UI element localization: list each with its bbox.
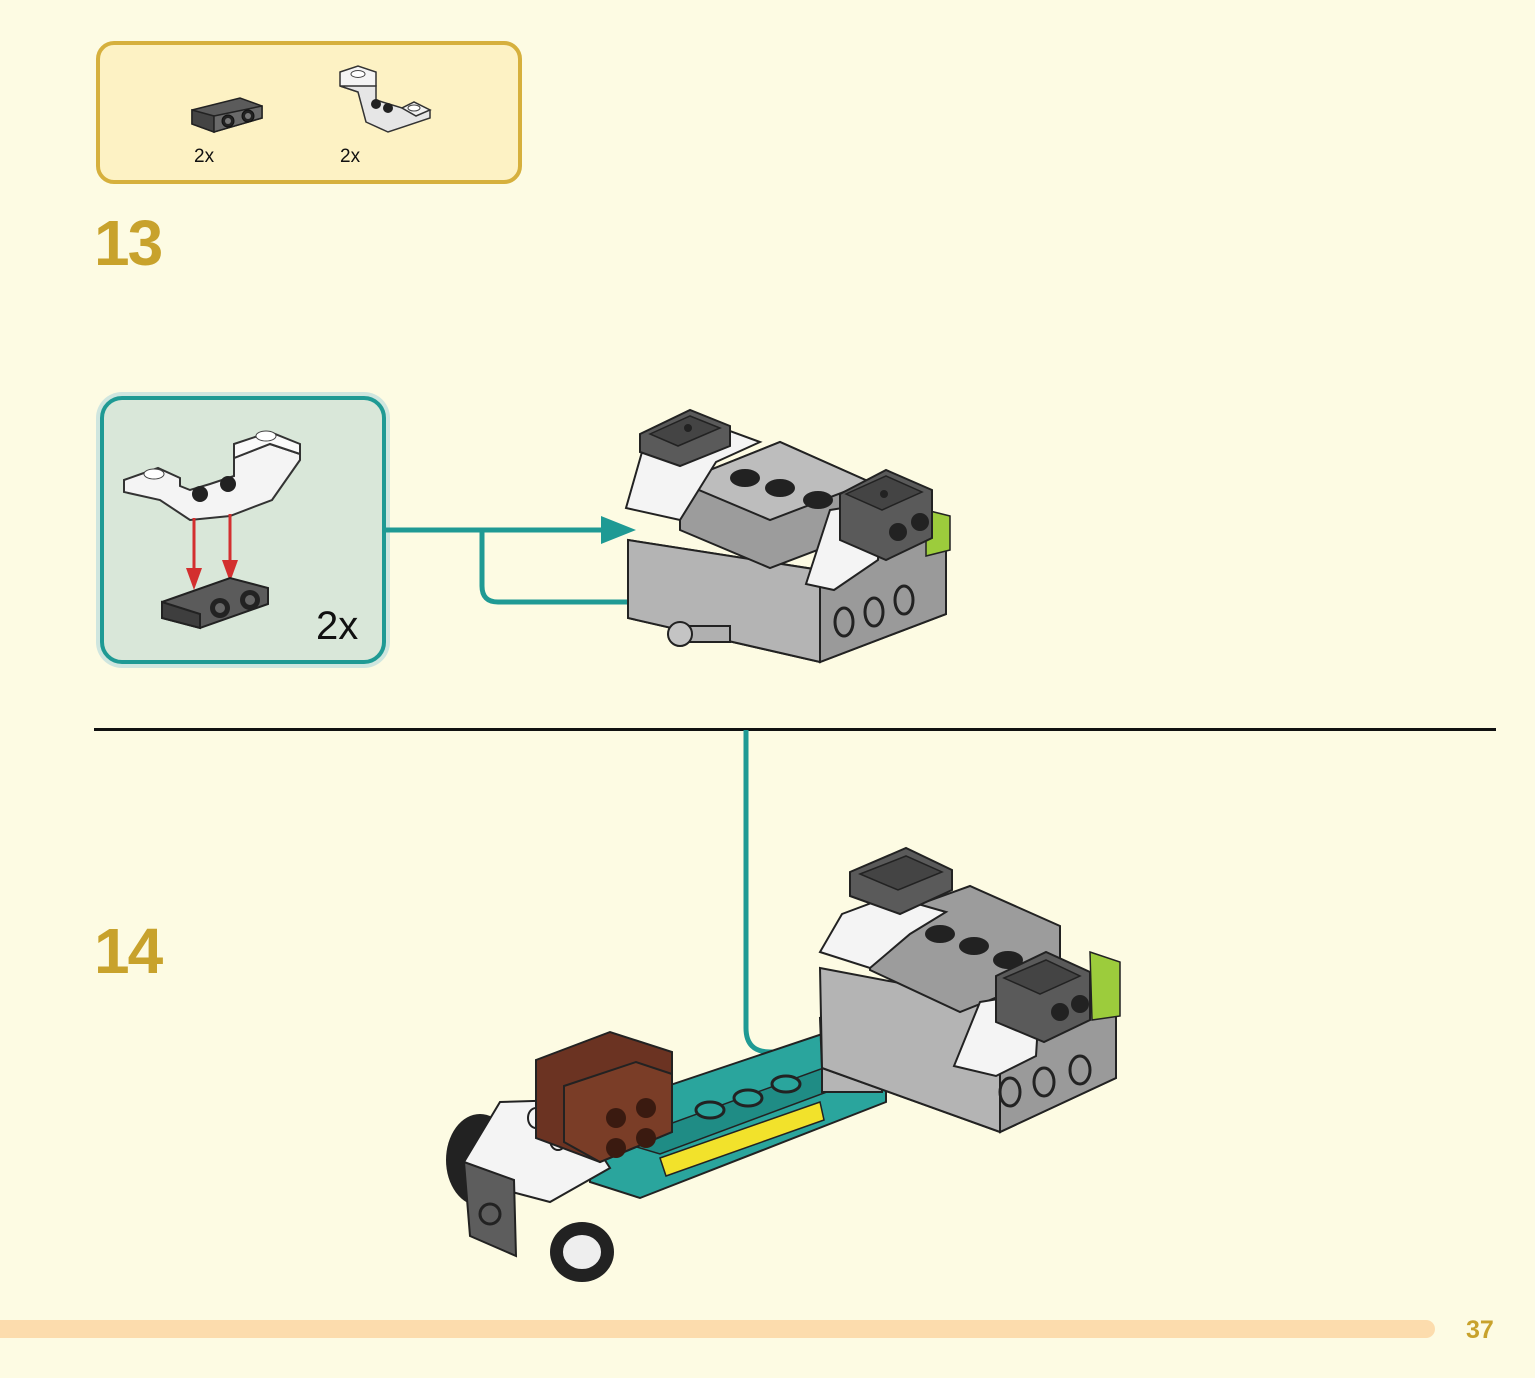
part-quantity-2: 2x [340, 146, 361, 167]
callout-quantity: 2x [316, 604, 359, 648]
step-number-13: 13 [94, 207, 163, 279]
step-14-model-illustration [446, 846, 1121, 1282]
white-inverted-bracket-icon [339, 65, 432, 133]
sub-assembly-illustration [123, 430, 301, 630]
step-divider-line [94, 728, 1496, 731]
dark-gray-bracket-plate-icon [191, 97, 263, 134]
page-number: 37 [1466, 1316, 1494, 1344]
footer-progress-bar [0, 1320, 1435, 1338]
step-13-model-illustration [624, 408, 951, 664]
parts-list-box [96, 41, 522, 184]
step-number-14: 14 [94, 915, 163, 987]
part-quantity-1: 2x [194, 146, 215, 167]
